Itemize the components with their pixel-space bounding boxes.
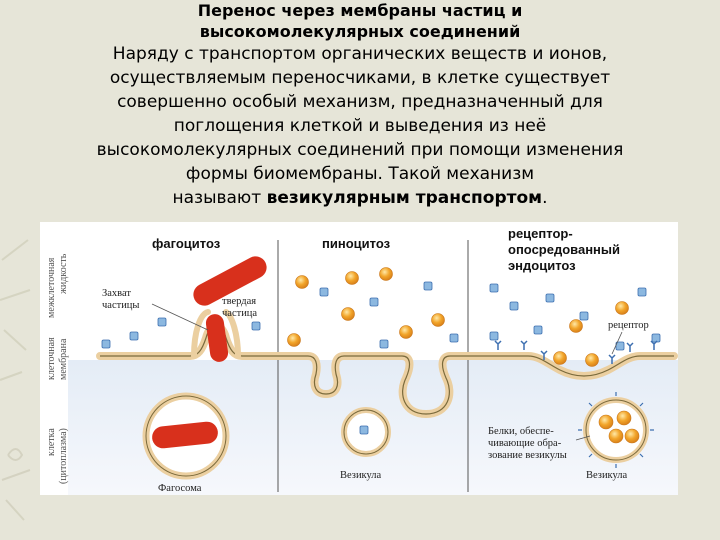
label-solid-2: частица: [222, 308, 257, 319]
orange-molecules-pino: [288, 268, 445, 347]
paragraph-line: формы биомембраны. Такой механизм: [40, 162, 680, 186]
paragraph-line: Наряду с транспортом органических вещест…: [40, 42, 680, 66]
side-labels: межклеточная жидкость клеточная мембрана…: [46, 253, 69, 484]
slide-title: Перенос через мембраны частиц и высокомо…: [0, 0, 720, 42]
paragraph-suffix: .: [542, 188, 547, 208]
orange-molecules-receptor: [554, 302, 629, 367]
vesicle-cargo: [360, 426, 368, 434]
paragraph-line: осуществляемым переносчиками, в клетке с…: [40, 66, 680, 90]
heading-receptor-2: опосредованный: [508, 242, 620, 257]
slide-text-block: Перенос через мембраны частиц и высокомо…: [0, 0, 720, 210]
side-label-cytoplasm: (цитоплазма): [58, 428, 69, 484]
heading-receptor-3: эндоцитоз: [508, 258, 576, 273]
title-line-2: высокомолекулярных соединений: [0, 21, 720, 42]
paragraph-prefix: называют: [173, 188, 267, 208]
side-label-extracellular-2: жидкость: [58, 253, 69, 295]
heading-phagocytosis: фагоцитоз: [152, 236, 221, 251]
label-proteins-3: зование везикулы: [488, 450, 567, 461]
label-capture-1: Захват: [102, 288, 131, 299]
label-solid-1: твердая: [222, 296, 256, 307]
title-line-1: Перенос через мембраны частиц и: [0, 0, 720, 21]
label-vesicle-pino: Везикула: [340, 470, 382, 481]
side-label-membrane: клеточная: [46, 337, 57, 380]
slide-paragraph: Наряду с транспортом органических вещест…: [40, 42, 680, 210]
blue-molecules-receptor: [490, 284, 660, 350]
diagram-svg: межклеточная жидкость клеточная мембрана…: [40, 222, 678, 495]
label-proteins-2: чивающие обра-: [488, 438, 562, 449]
heading-pinocytosis: пиноцитоз: [322, 236, 391, 251]
paragraph-line: поглощения клеткой и выведения из неё: [40, 114, 680, 138]
captured-particle: [205, 313, 230, 363]
label-proteins-1: Белки, обеспе-: [488, 426, 554, 437]
paragraph-line: совершенно особый механизм, предназначен…: [40, 90, 680, 114]
heading-receptor-1: рецептор-: [508, 226, 573, 241]
vesicular-transport-diagram: межклеточная жидкость клеточная мембрана…: [40, 222, 678, 495]
paragraph-line: высокомолекулярных соединений при помощи…: [40, 138, 680, 162]
side-label-membrane-2: мембрана: [58, 338, 69, 380]
side-label-cell: клетка: [46, 428, 57, 456]
side-label-extracellular: межклеточная: [46, 257, 57, 318]
label-vesicle-receptor: Везикула: [586, 470, 628, 481]
label-receptor: рецептор: [608, 320, 649, 331]
label-capture-2: частицы: [102, 300, 139, 311]
paragraph-term: везикулярным транспортом: [267, 188, 543, 208]
label-phagosome: Фагосома: [158, 483, 202, 494]
paragraph-line-last: называют везикулярным транспортом.: [40, 186, 680, 210]
